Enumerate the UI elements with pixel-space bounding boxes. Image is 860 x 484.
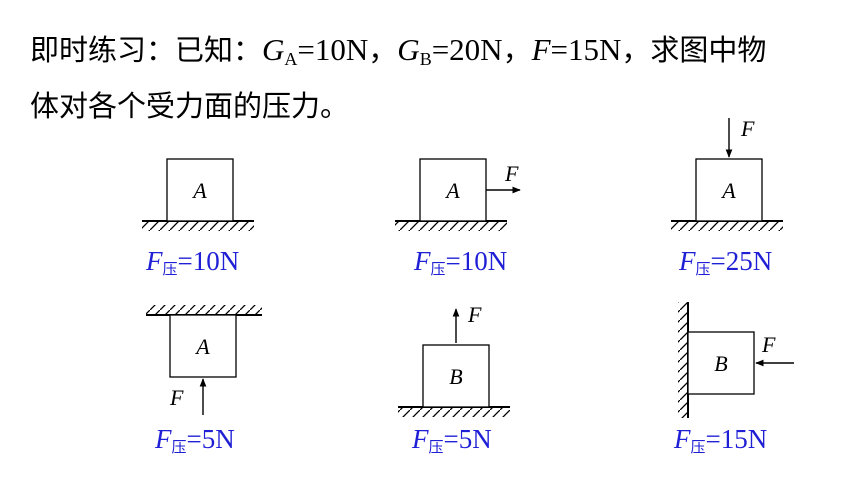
ground-hatch <box>671 221 783 231</box>
answer-4: F压=5N <box>155 424 235 456</box>
block-label: A <box>191 178 207 203</box>
answer-3: F压=25N <box>679 246 773 278</box>
gb-symbol: G <box>397 32 420 67</box>
figure-2: A F <box>395 158 521 231</box>
force-label: F <box>504 161 519 186</box>
figure-6: B F <box>678 302 794 418</box>
wall-hatch <box>678 302 688 418</box>
question-line-2: 体对各个受力面的压力。 <box>30 89 350 123</box>
block <box>422 344 490 408</box>
block-label: B <box>449 364 462 389</box>
answer-6: F压=15N <box>674 424 768 456</box>
ground-hatch <box>142 221 254 231</box>
ga-symbol: G <box>262 32 285 67</box>
ground-hatch <box>395 221 507 231</box>
figure-3: A F <box>671 116 783 231</box>
gb-subscript: B <box>419 49 432 69</box>
force-label: F <box>761 332 776 357</box>
block <box>166 158 234 222</box>
answer-1: F压=10N <box>146 246 240 278</box>
ga-value: =10N <box>297 32 369 67</box>
block-label: A <box>720 178 736 203</box>
block <box>687 331 755 395</box>
block-label: B <box>714 351 727 376</box>
ga-subscript: A <box>284 49 298 69</box>
block <box>419 158 487 222</box>
force-label: F <box>467 302 482 327</box>
block-label: A <box>194 334 210 359</box>
answer-2: F压=10N <box>414 246 508 278</box>
f-value: =15N <box>550 32 622 67</box>
question-text: 即时练习：已知：GA=10N，GB=20N，F=15N，求图中物 体对各个受力面… <box>30 22 850 134</box>
question-line-1: 即时练习：已知：GA=10N，GB=20N，F=15N，求图中物 <box>30 32 767 69</box>
block <box>169 314 237 378</box>
answer-5: F压=5N <box>412 424 492 456</box>
block-label: A <box>444 178 460 203</box>
force-label: F <box>740 116 755 141</box>
figure-4: A F <box>146 305 262 415</box>
figure-1: A <box>142 158 254 231</box>
gb-value: =20N <box>431 32 503 67</box>
figure-5: B F <box>398 302 510 417</box>
ground-hatch <box>398 407 510 417</box>
ceiling-hatch <box>146 305 262 315</box>
f-symbol: F <box>531 32 551 67</box>
force-label: F <box>169 385 184 410</box>
block <box>695 158 763 222</box>
